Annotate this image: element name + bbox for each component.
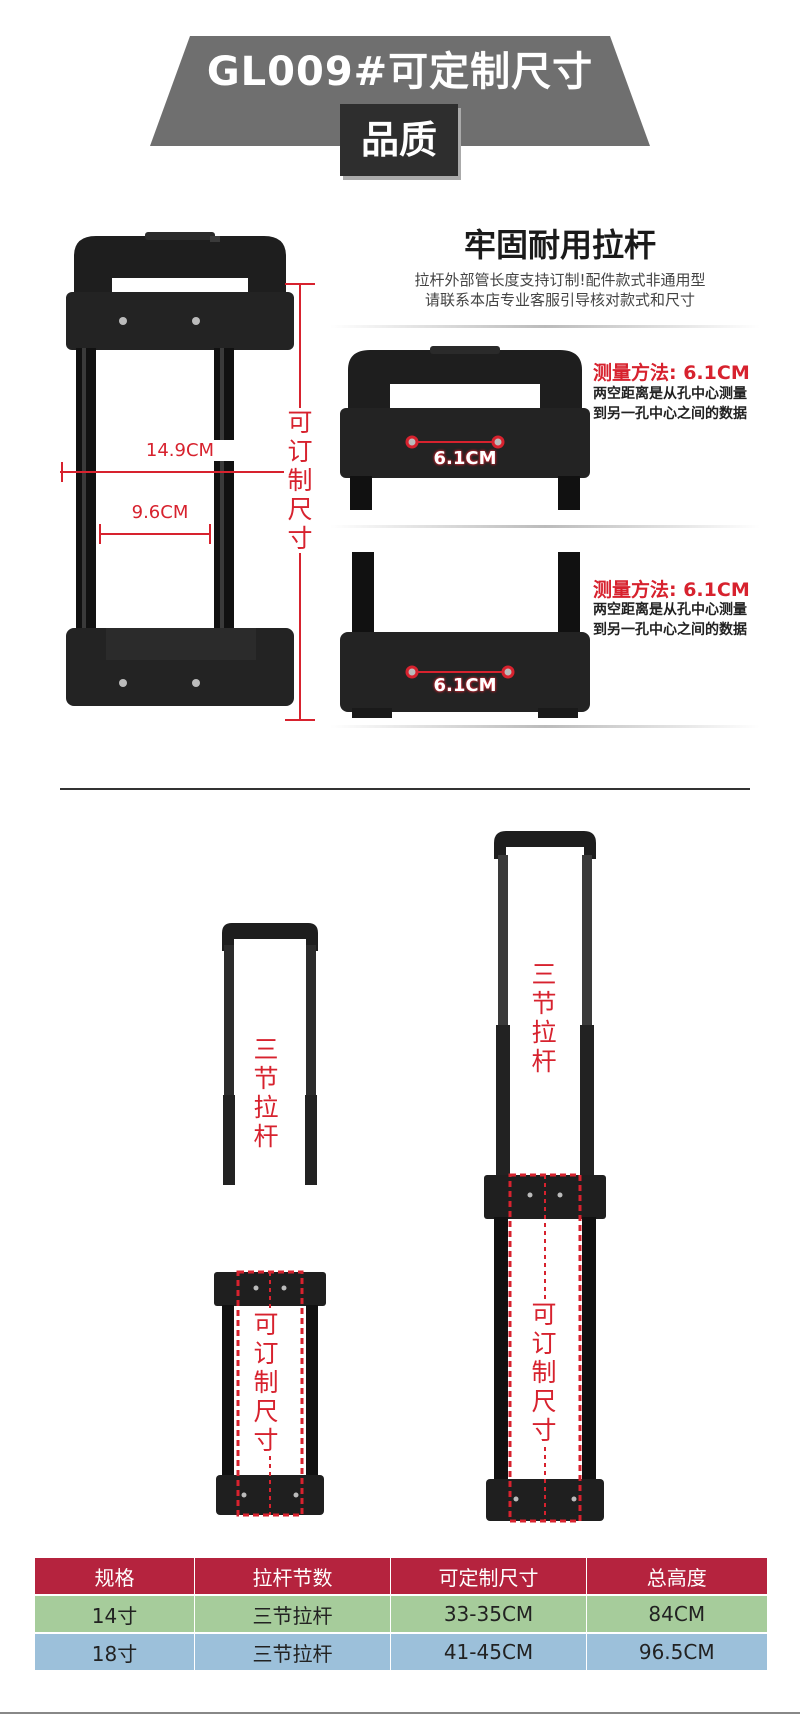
table-cell: 18寸 (34, 1632, 195, 1670)
table-cell: 96.5CM (586, 1632, 767, 1670)
measure-desc-top-1: 两空距离是从孔中心测量 (593, 386, 747, 402)
header-cell-spec: 规格 (34, 1558, 195, 1595)
page-title: GL009#可定制尺寸 (206, 49, 594, 95)
header-cell-sections: 拉杆节数 (194, 1558, 391, 1595)
base-closeup-image (340, 552, 590, 718)
footer-divider (0, 1712, 800, 1714)
separator-bottom (330, 725, 760, 728)
measure-title-top: 测量方法: 6.1CM (593, 362, 750, 384)
quality-badge (340, 104, 458, 176)
section-divider (60, 788, 750, 790)
feature-headline: 牢固耐用拉杆 (463, 226, 656, 264)
measure-desc-bottom-2: 到另一孔中心之间的数据 (593, 622, 747, 638)
handle-closeup-image (340, 346, 590, 510)
small-lower-label: 可订制尺寸 (250, 1310, 282, 1455)
trolley-14-image (214, 923, 326, 1517)
table-cell: 84CM (586, 1594, 767, 1633)
trolley-18-image (484, 831, 606, 1523)
small-upper-label: 三节拉杆 (253, 1035, 279, 1151)
measure-desc-top-2: 到另一孔中心之间的数据 (593, 406, 747, 422)
quality-badge-label: 品质 (360, 118, 437, 162)
table-cell: 41-45CM (390, 1632, 587, 1670)
table-cell: 三节拉杆 (194, 1632, 391, 1670)
spec-table-header: 规格 拉杆节数 可定制尺寸 总高度 (34, 1558, 767, 1595)
inner-width-label: 9.6CM (131, 502, 189, 523)
hole-distance-label-bottom: 6.1CM (433, 675, 497, 696)
hole-distance-label-top: 6.1CM (433, 448, 497, 469)
table-cell: 三节拉杆 (194, 1594, 391, 1633)
table-cell: 14寸 (34, 1594, 195, 1633)
outer-width-label: 14.9CM (100, 440, 260, 461)
large-upper-label: 三节拉杆 (531, 960, 557, 1076)
table-row: 14寸 三节拉杆 33-35CM 84CM (34, 1594, 767, 1633)
separator-middle (330, 525, 760, 528)
table-cell: 33-35CM (390, 1594, 587, 1633)
header-banner (150, 36, 650, 146)
spec-table: 规格 拉杆节数 可定制尺寸 总高度 14寸 三节拉杆 33-35CM 84CM … (34, 1558, 767, 1670)
table-row: 18寸 三节拉杆 41-45CM 96.5CM (34, 1632, 767, 1670)
separator-top (330, 325, 760, 328)
measure-title-bottom: 测量方法: 6.1CM (593, 579, 750, 601)
measure-desc-bottom-1: 两空距离是从孔中心测量 (593, 602, 747, 618)
header-cell-total-height: 总高度 (586, 1558, 767, 1595)
feature-desc-line-2: 请联系本店专业客服引导核对款式和尺寸 (424, 291, 695, 309)
feature-desc-line-1: 拉杆外部管长度支持订制!配件款式非通用型 (414, 271, 706, 289)
main-handle-diagram (60, 232, 300, 706)
header-cell-custom-size: 可定制尺寸 (390, 1558, 587, 1595)
custom-size-vertical-label: 可订制尺寸 (284, 408, 316, 553)
large-lower-label: 可订制尺寸 (528, 1300, 560, 1445)
